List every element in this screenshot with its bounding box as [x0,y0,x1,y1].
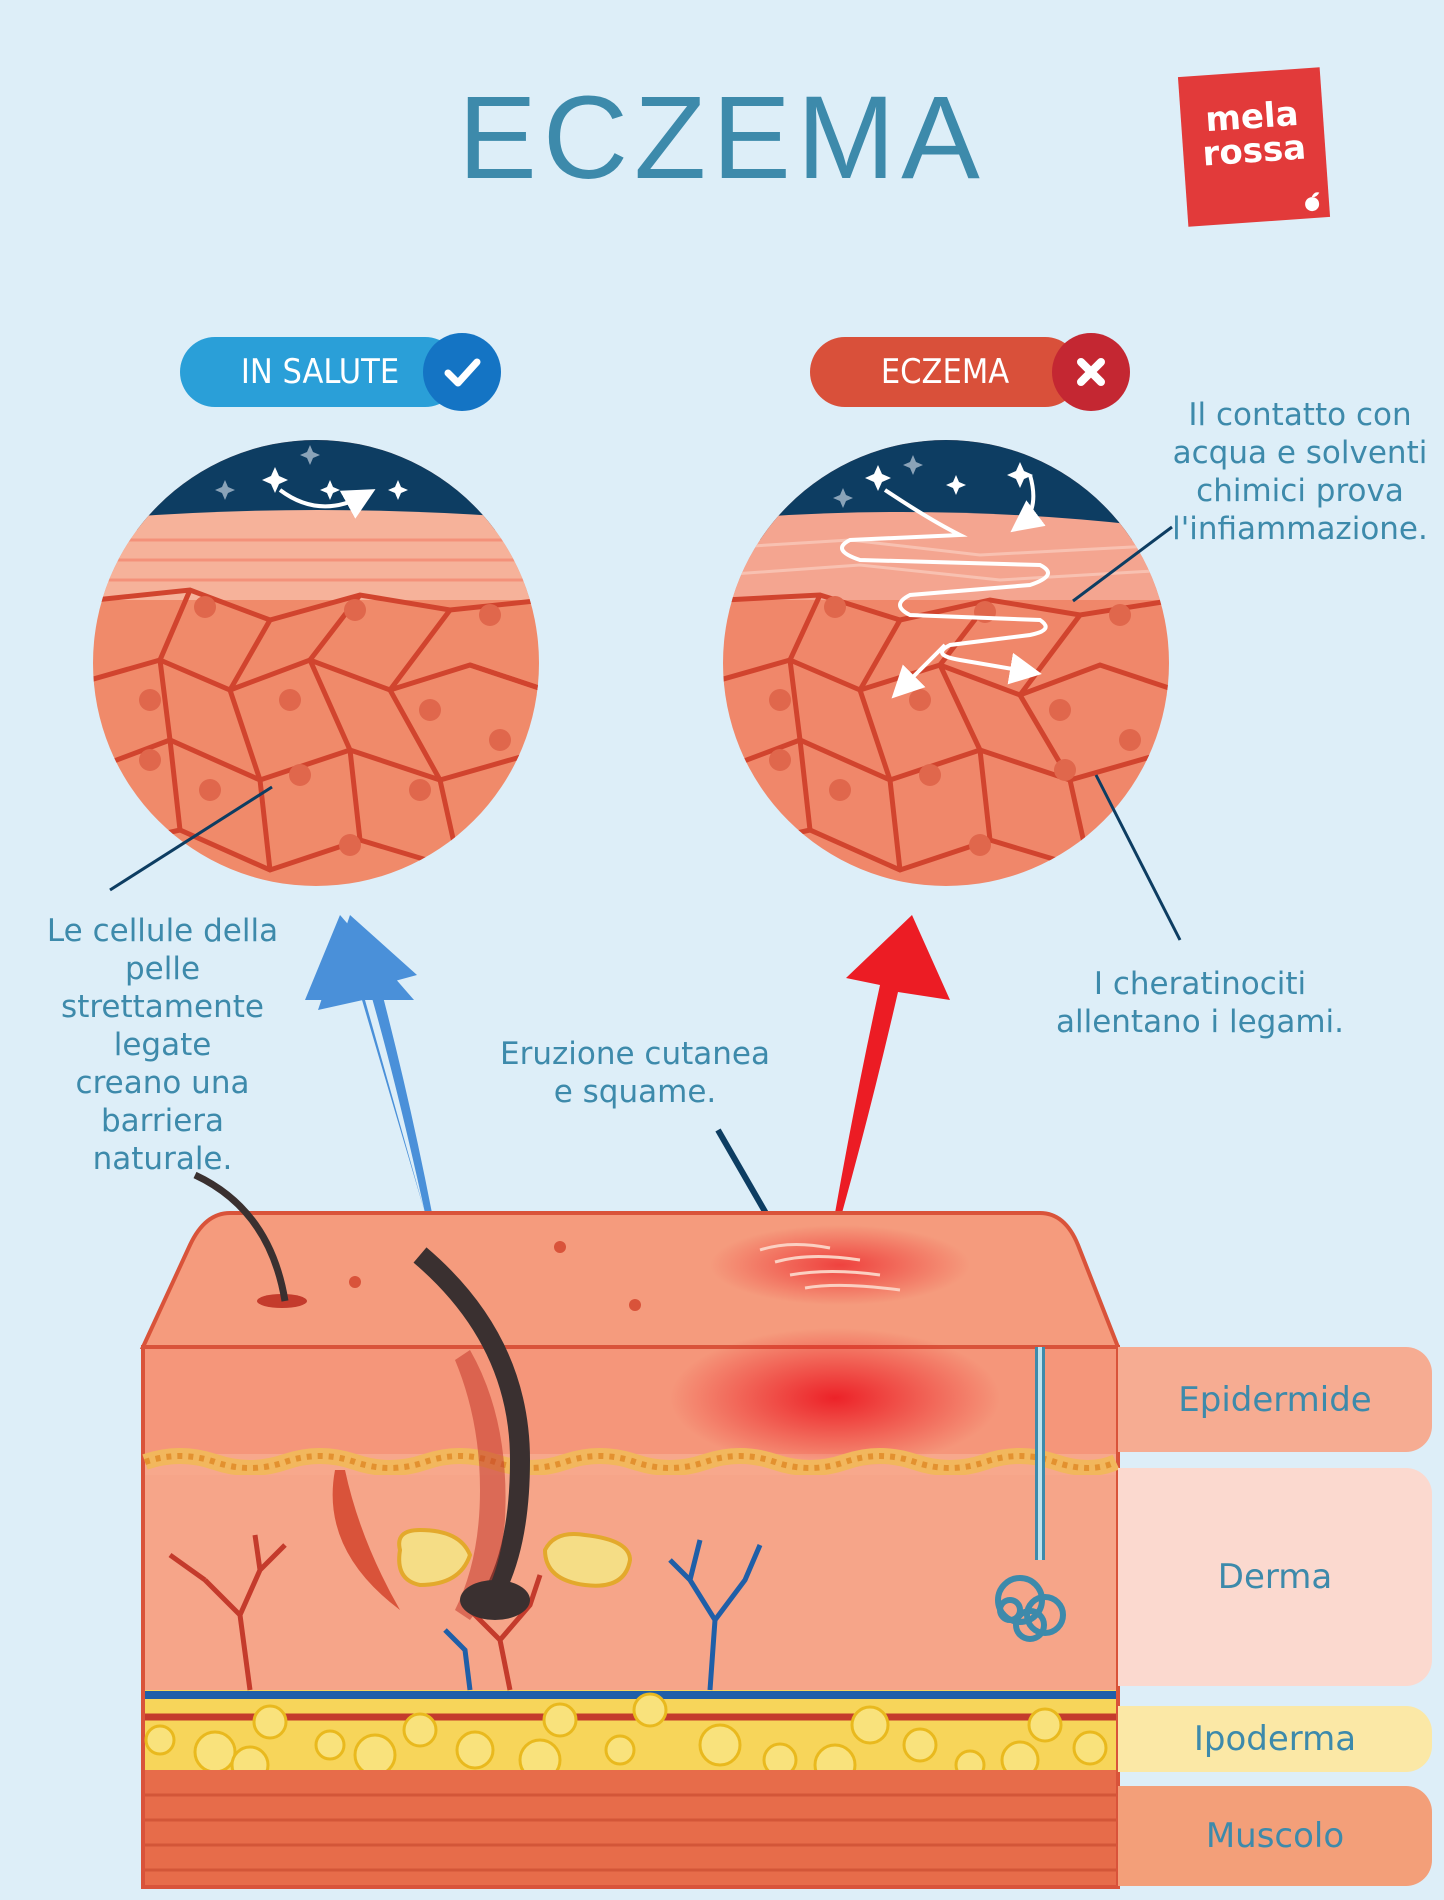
page-title: ECZEMA [458,72,986,204]
brand-logo: mela rossa [1177,67,1331,227]
layer-label-epidermide: Epidermide [1118,1347,1432,1452]
eczema-badge: ECZEMA [810,337,1080,407]
rash-caption: Eruzione cutanea e squame. [500,1036,770,1110]
eczema-badge-label: ECZEMA [880,352,1010,392]
healthy-skin-magnifier [93,440,539,886]
cross-icon [1052,333,1130,411]
eczema-skin-magnifier [723,440,1169,886]
healthy-cells-caption: Le cellule della pelle strettamente lega… [46,913,279,1177]
contact-caption: Il contatto con acqua e solventi chimici… [1172,397,1428,547]
apple-icon [1305,192,1320,212]
layer-label-derma: Derma [1118,1468,1432,1686]
check-icon [423,333,501,411]
healthy-badge-label: IN SALUTE [240,352,400,392]
layer-label-ipoderma: Ipoderma [1118,1706,1432,1772]
skin-cross-section [139,1171,1121,1889]
keratinocytes-caption: I cheratinociti allentano i legami. [1055,966,1345,1040]
eczema-arrow [835,915,950,1213]
healthy-badge: IN SALUTE [180,337,460,407]
layer-label-muscolo: Muscolo [1118,1786,1432,1886]
